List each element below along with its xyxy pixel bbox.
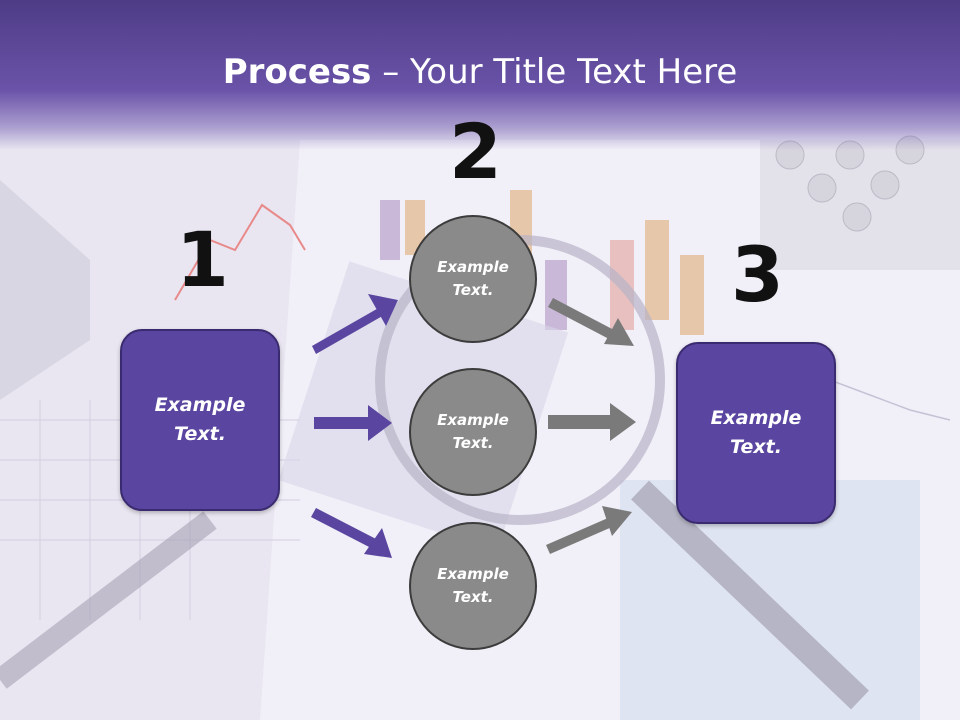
step-number-1: 1 <box>176 215 229 304</box>
step-number-3: 3 <box>731 230 784 319</box>
title-rest: – Your Title Text Here <box>371 52 738 92</box>
right-box-line2: Text. <box>730 436 782 458</box>
header-band <box>0 0 960 150</box>
circle-middle-line2: Text. <box>452 434 494 452</box>
circle-middle-line1: Example <box>437 411 509 429</box>
circle-bottom-line2: Text. <box>452 588 494 606</box>
left-box-line2: Text. <box>174 423 226 445</box>
circle-top-line1: Example <box>437 258 509 276</box>
page-title: Process – Your Title Text Here <box>0 52 960 92</box>
left-box-line1: Example <box>154 394 246 416</box>
step-number-2: 2 <box>449 107 502 196</box>
right-box-line1: Example <box>710 407 802 429</box>
title-bold: Process <box>222 52 372 92</box>
circle-top-line2: Text. <box>452 281 494 299</box>
circle-bottom-line1: Example <box>437 565 509 583</box>
